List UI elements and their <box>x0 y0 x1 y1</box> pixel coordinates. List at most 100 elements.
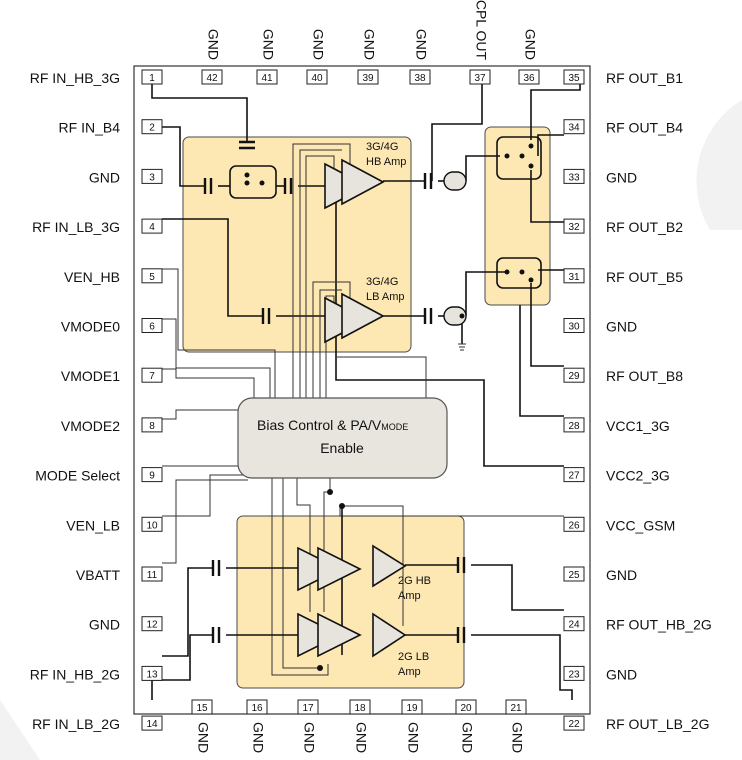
pin-34-number: 34 <box>568 123 580 134</box>
pin-15-label: GND <box>195 722 211 753</box>
pin-10-number: 10 <box>146 520 158 531</box>
pin-30-label: GND <box>606 319 637 335</box>
pin-41-label: GND <box>260 29 276 60</box>
pin-2-box <box>141 119 163 135</box>
hb-amp-label-2: HB Amp <box>366 156 406 168</box>
pin-27-number: 27 <box>568 471 580 482</box>
pin-5-number: 5 <box>149 272 155 283</box>
lb2g-amp-label-2: Amp <box>398 666 421 678</box>
pin-7-label: VMODE1 <box>61 368 120 384</box>
pin-25-box <box>563 566 585 582</box>
pin-14-label: RF IN_LB_2G <box>32 716 120 732</box>
lb2g-amp-label-1: 2G LB <box>398 651 429 663</box>
amplifiers <box>297 158 407 658</box>
decorative-arc-left <box>0 700 40 760</box>
hb2g-amp-label-2: Amp <box>398 590 421 602</box>
hb2g-amp-label-1: 2G HB <box>398 575 431 587</box>
pin-37-label: CPL OUT <box>473 0 489 60</box>
pin-9-number: 9 <box>149 471 155 482</box>
pin-23-box <box>563 665 585 681</box>
pin-40-number: 40 <box>311 73 323 84</box>
pin-31-number: 31 <box>568 272 580 283</box>
pin-20-box <box>455 699 477 715</box>
die-switch-block <box>484 126 551 306</box>
pin-40-box <box>306 69 328 85</box>
b5-b8-switch <box>496 257 542 289</box>
pin-2-label: RF IN_B4 <box>59 120 121 136</box>
pin-33-label: GND <box>606 169 637 185</box>
pin-33-box <box>563 168 585 184</box>
pin-34-label: RF OUT_B4 <box>606 120 683 136</box>
pin-22-label: RF OUT_LB_2G <box>606 716 709 732</box>
pin-24-number: 24 <box>568 620 580 631</box>
lb-amp-label-1: 3G/4G <box>366 276 398 288</box>
pin-24-box <box>563 616 585 632</box>
pin-1-label: RF IN_HB_3G <box>30 70 120 86</box>
pin-7-number: 7 <box>149 371 155 382</box>
bias-title-sub: MODE <box>381 422 408 432</box>
pin-24-label: RF OUT_HB_2G <box>606 617 712 633</box>
pin-32-label: RF OUT_B2 <box>606 219 683 235</box>
bias-control-block <box>237 397 448 479</box>
pin-12-number: 12 <box>146 620 158 631</box>
pin-8-number: 8 <box>149 421 155 432</box>
svg-text:Bias Control & PA/VMODE: Bias Control & PA/VMODE <box>257 417 408 433</box>
pin-29-box <box>563 367 585 383</box>
pin-1-box <box>141 69 163 85</box>
capacitors <box>203 140 466 643</box>
pin-16-number: 16 <box>251 703 263 714</box>
pin-26-label: VCC_GSM <box>606 517 675 533</box>
pin-35-label: RF OUT_B1 <box>606 70 683 86</box>
pin-21-number: 21 <box>510 703 522 714</box>
hb-amp-label-1: 3G/4G <box>366 141 398 153</box>
pin-19-label: GND <box>405 722 421 753</box>
pin-11-label: VBATT <box>76 567 121 583</box>
pin-36-label: GND <box>522 29 538 60</box>
pin-35-box <box>563 69 585 85</box>
pin-19-box <box>401 699 423 715</box>
pin-26-box <box>563 516 585 532</box>
pin-41-number: 41 <box>261 73 273 84</box>
pin-36-box <box>518 69 540 85</box>
hb-input-switch <box>229 165 277 199</box>
pin-29-label: RF OUT_B8 <box>606 368 683 384</box>
bias-title: Bias Control & PA/V <box>257 417 382 433</box>
bias-enable: Enable <box>320 440 364 456</box>
pin-17-box <box>297 699 319 715</box>
pin-6-box <box>141 318 163 333</box>
pin-41-box <box>256 69 278 85</box>
pin-37-number: 37 <box>474 73 486 84</box>
wiring <box>151 82 581 700</box>
pin-7-box <box>141 367 163 383</box>
pin-21-label: GND <box>509 722 525 753</box>
pin-5-label: VEN_HB <box>64 269 120 285</box>
pin-27-box <box>563 467 585 483</box>
lb-amp-label-2: LB Amp <box>366 291 405 303</box>
pin-4-number: 4 <box>149 222 155 233</box>
pin-13-box <box>141 665 163 681</box>
pin-10-box <box>141 516 163 532</box>
pin-20-number: 20 <box>460 703 472 714</box>
pin-3-box <box>141 168 163 184</box>
pin-42-label: GND <box>205 29 221 60</box>
pin-42-number: 42 <box>206 73 218 84</box>
pin-13-number: 13 <box>146 669 158 680</box>
pin-35-number: 35 <box>568 73 580 84</box>
pin-28-label: VCC1_3G <box>606 418 670 434</box>
pin-39-label: GND <box>361 29 377 60</box>
pin-28-number: 28 <box>568 421 580 432</box>
pin-31-label: RF OUT_B5 <box>606 269 683 285</box>
pin-9-box <box>141 467 163 483</box>
pin-6-number: 6 <box>149 322 155 333</box>
lb-coupler <box>443 306 467 326</box>
pin-8-label: VMODE2 <box>61 418 120 434</box>
pin-12-label: GND <box>89 617 120 633</box>
pin-23-number: 23 <box>568 669 580 680</box>
pin-33-number: 33 <box>568 172 580 183</box>
pin-22-box <box>563 715 585 731</box>
pin-15-box <box>191 699 213 715</box>
